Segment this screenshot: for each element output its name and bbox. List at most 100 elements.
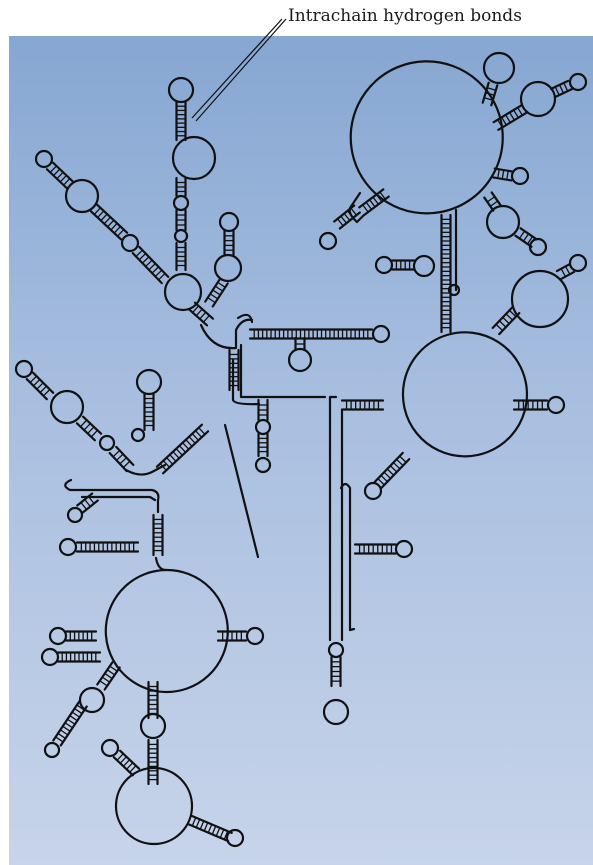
hydrogen-bond bbox=[154, 269, 163, 277]
hydrogen-bond bbox=[526, 236, 534, 245]
hydrogen-bond bbox=[195, 819, 201, 828]
hydrogen-bond bbox=[122, 460, 131, 468]
hydrogen-bond bbox=[489, 200, 499, 207]
hydrogen-bond bbox=[55, 736, 64, 743]
hydrogen-bond bbox=[383, 471, 392, 479]
stem-strand bbox=[187, 308, 209, 327]
hydrogen-bond bbox=[369, 199, 376, 208]
loop-29 bbox=[114, 766, 194, 846]
stem-26 bbox=[216, 630, 248, 642]
hydrogen-bond bbox=[57, 732, 66, 739]
hydrogen-bond bbox=[39, 385, 47, 393]
loop-24 bbox=[245, 626, 265, 646]
loop-34 bbox=[510, 166, 530, 186]
stem-8 bbox=[223, 229, 235, 257]
hydrogen-bond bbox=[69, 715, 78, 722]
stem-strand bbox=[108, 451, 128, 473]
backbone-1 bbox=[199, 318, 254, 350]
hydrogen-bond bbox=[498, 320, 507, 328]
hydrogen-bond bbox=[215, 827, 221, 837]
stem-strand bbox=[95, 203, 129, 234]
stem-strand bbox=[358, 188, 385, 209]
hydrogen-bond bbox=[112, 450, 121, 458]
hydrogen-bond bbox=[214, 285, 224, 292]
stem-strand bbox=[560, 270, 576, 281]
stem-strand bbox=[131, 252, 163, 285]
hydrogen-bond bbox=[337, 218, 344, 227]
hydrogen-bond bbox=[195, 308, 203, 317]
stem-10 bbox=[187, 301, 215, 327]
loop-45 bbox=[327, 641, 345, 659]
hydrogen-bond bbox=[101, 676, 111, 683]
stem-11 bbox=[248, 328, 374, 340]
backbone-4 bbox=[231, 358, 261, 406]
loop-36 bbox=[528, 237, 548, 257]
hydrogen-bond bbox=[380, 474, 388, 483]
hydrogen-bond bbox=[109, 665, 118, 672]
backbone-13 bbox=[348, 191, 366, 224]
hydrogen-bond bbox=[169, 454, 177, 462]
hydrogen-bond bbox=[36, 382, 44, 390]
hydrogen-bond bbox=[377, 478, 385, 486]
hydrogen-bond bbox=[505, 313, 514, 321]
stem-strand bbox=[193, 301, 215, 320]
hydrogen-bond bbox=[563, 82, 569, 92]
stem-12 bbox=[294, 336, 306, 352]
hydrogen-bond bbox=[135, 249, 143, 257]
hydrogen-bond bbox=[117, 229, 125, 237]
loop-26 bbox=[78, 686, 106, 714]
hydrogen-bond bbox=[83, 423, 91, 431]
hydrogen-bond bbox=[192, 305, 200, 313]
hydrogen-bond bbox=[484, 97, 493, 101]
stem-27 bbox=[52, 700, 88, 747]
stem-40 bbox=[333, 204, 361, 230]
stem-35 bbox=[549, 79, 574, 99]
stem-strand bbox=[52, 700, 81, 742]
loop-27 bbox=[139, 712, 167, 740]
hydrogen-bond bbox=[209, 293, 219, 300]
loop-37 bbox=[318, 231, 338, 251]
hydrogen-bond bbox=[59, 729, 69, 736]
stem-18 bbox=[108, 445, 135, 473]
stem-4 bbox=[175, 241, 187, 272]
hydrogen-bond bbox=[182, 442, 190, 450]
hydrogen-bond bbox=[148, 263, 156, 271]
hydrogen-bond bbox=[63, 178, 71, 186]
stem-42 bbox=[390, 259, 416, 271]
hydrogen-bond bbox=[80, 502, 88, 510]
hydrogen-bond bbox=[178, 445, 187, 453]
hydrogen-bond bbox=[62, 725, 71, 732]
loop-43 bbox=[546, 395, 566, 415]
hydrogen-bond bbox=[362, 204, 369, 213]
hydrogen-bond bbox=[104, 672, 113, 680]
hydrogen-bond bbox=[513, 109, 519, 119]
stem-3 bbox=[175, 208, 187, 232]
hydrogen-bond bbox=[119, 457, 127, 465]
loop-23 bbox=[40, 647, 60, 667]
stem-16 bbox=[25, 371, 55, 401]
loop-5 bbox=[34, 149, 54, 169]
loop-15 bbox=[14, 359, 34, 379]
hydrogen-bond bbox=[59, 174, 67, 183]
stem-32 bbox=[187, 814, 233, 843]
hydrogen-bond bbox=[145, 259, 153, 267]
hydrogen-bond bbox=[175, 448, 183, 456]
loop-30 bbox=[225, 828, 245, 848]
loop-group bbox=[14, 51, 588, 848]
backbone-18 bbox=[339, 482, 352, 632]
hydrogen-bond bbox=[564, 266, 571, 275]
backbone-7 bbox=[64, 478, 160, 502]
hydrogen-bond bbox=[198, 427, 206, 435]
stem-1 bbox=[175, 100, 187, 142]
hydrogen-bond bbox=[372, 196, 379, 205]
hydrogen-bond bbox=[67, 718, 76, 725]
stem-23 bbox=[75, 541, 140, 553]
loop-11 bbox=[371, 324, 391, 344]
loop-22 bbox=[48, 626, 68, 646]
stem-31 bbox=[112, 749, 141, 777]
hydrogen-bond bbox=[207, 824, 213, 833]
loop-35 bbox=[485, 204, 521, 240]
hydrogen-bond bbox=[185, 439, 193, 447]
stem-45 bbox=[512, 399, 549, 411]
